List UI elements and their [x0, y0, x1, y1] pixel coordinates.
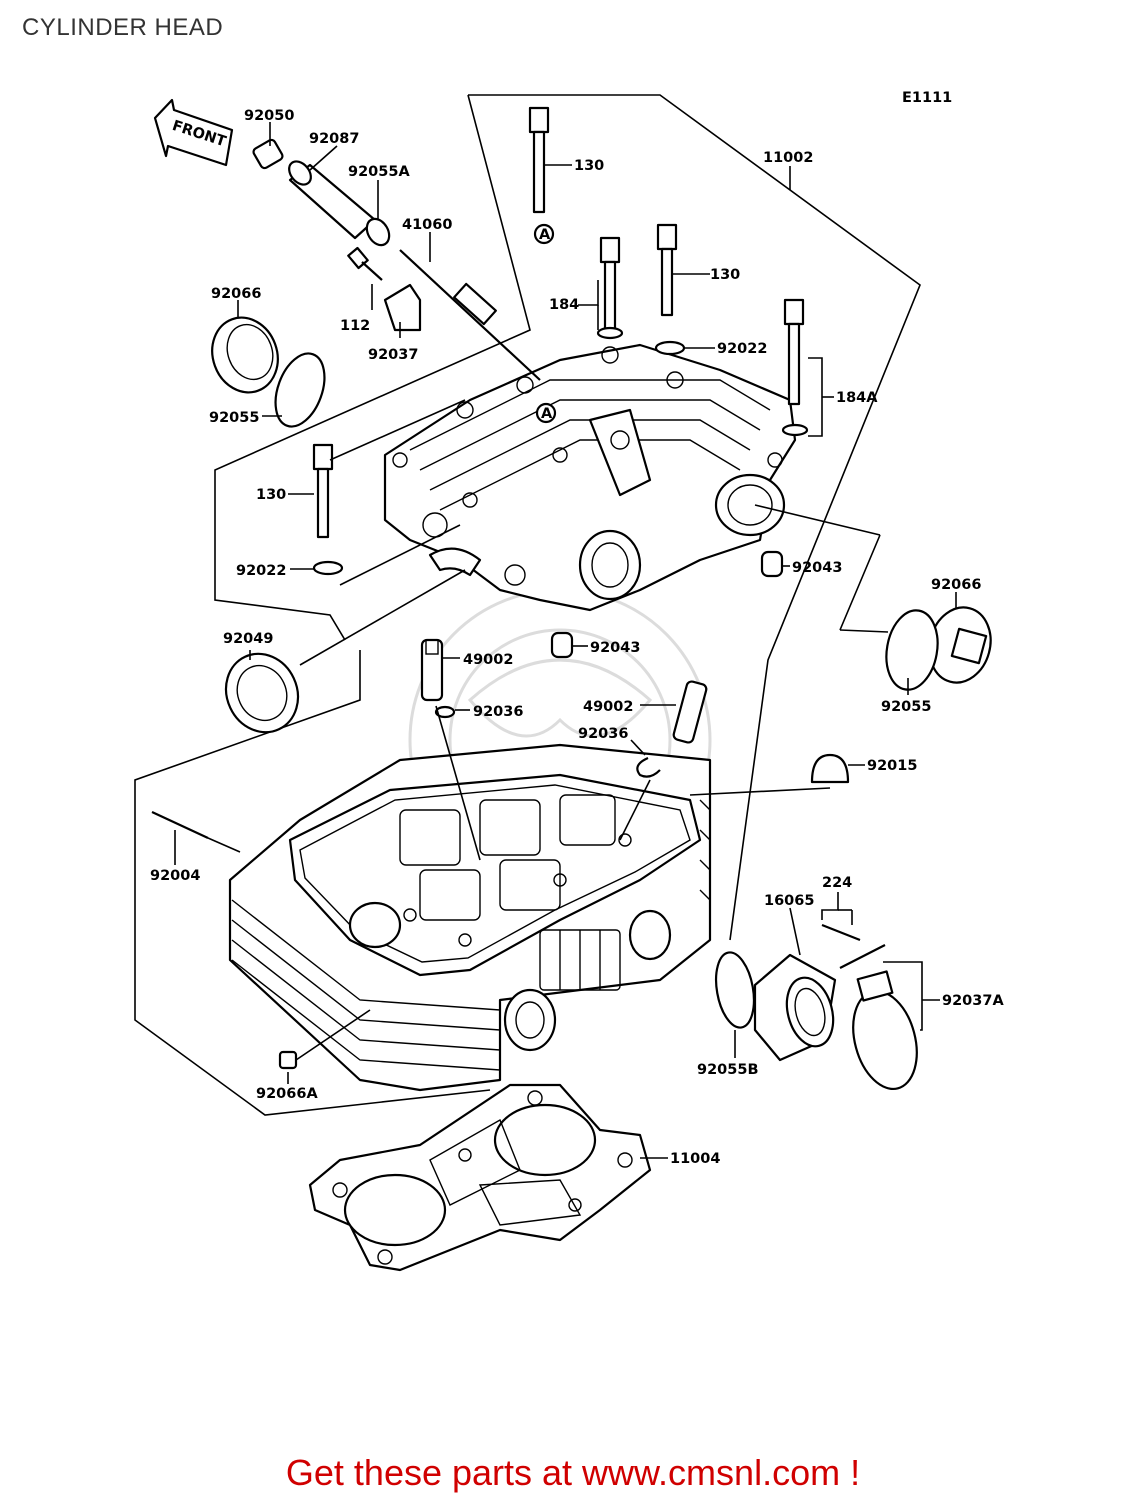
- part-92055B-o-ring: [714, 951, 756, 1029]
- part-184A-bolt: [781, 298, 809, 437]
- svg-text:A: A: [541, 406, 553, 422]
- label-92037: 92037: [368, 347, 418, 363]
- label-16065: 16065: [764, 893, 814, 909]
- part-92004-stud: [151, 811, 209, 839]
- label-112: 112: [340, 318, 370, 334]
- part-92066-left-cap: [211, 316, 279, 394]
- part-112-bolt: [347, 246, 383, 281]
- part-49002-tappet-a: [420, 638, 444, 702]
- part-92043-dowel-a: [760, 550, 784, 578]
- part-92037A-clamp: [852, 970, 918, 1091]
- part-224-screws: [821, 923, 886, 969]
- reference-marker-a-top: A: [533, 223, 555, 245]
- label-130-left: 130: [256, 487, 286, 503]
- part-92036-ring-a: [434, 705, 456, 719]
- label-92087: 92087: [309, 131, 359, 147]
- page-title: CYLINDER HEAD: [22, 14, 224, 41]
- part-92022-top-washer: [654, 340, 686, 356]
- label-224: 224: [822, 875, 852, 891]
- part-92050-plug: [252, 138, 284, 170]
- label-92055A: 92055A: [348, 164, 410, 180]
- label-41060: 41060: [402, 217, 452, 233]
- label-92037A: 92037A: [942, 993, 1004, 1009]
- part-92022-left-washer: [312, 560, 344, 576]
- label-130-top: 130: [574, 158, 604, 174]
- part-92066-right-cap: [928, 606, 992, 684]
- part-92049-cap: [224, 652, 300, 734]
- label-130-mid: 130: [710, 267, 740, 283]
- svg-text:A: A: [539, 227, 551, 243]
- cylinder-head-exploded-diagram: E1111 FRONT: [134, 90, 1004, 1272]
- head-gasket: [308, 1083, 652, 1272]
- part-184-bolt: [596, 236, 624, 340]
- label-92050: 92050: [244, 108, 294, 124]
- part-16065-holder: [753, 953, 837, 1062]
- part-92055-right-o-ring: [885, 609, 939, 691]
- part-92055-left-o-ring: [274, 352, 326, 428]
- footer-link-text[interactable]: Get these parts at www.cmsnl.com !: [285, 1452, 861, 1493]
- label-92043-a: 92043: [792, 560, 842, 576]
- valve-cover: [383, 343, 797, 612]
- label-92055-left: 92055: [209, 410, 259, 426]
- front-arrow-icon: FRONT: [153, 98, 234, 167]
- part-130-left-bolt: [312, 443, 334, 539]
- diagram-code: E1111: [902, 90, 952, 106]
- label-49002-b: 49002: [583, 699, 633, 715]
- part-92066A-plug: [278, 1050, 298, 1070]
- group-outline-valve-cover: [214, 94, 921, 941]
- label-49002-a: 49002: [463, 652, 513, 668]
- label-92043-b: 92043: [590, 640, 640, 656]
- part-number-labels: 92050 92087 92055A 41060 130 11002 130 1…: [150, 108, 1004, 1167]
- part-130-top-bolt: [528, 106, 550, 214]
- cylinder-head: [228, 743, 712, 1092]
- reference-marker-a-cover: A: [535, 402, 557, 424]
- part-130-mid-bolt: [656, 223, 678, 317]
- label-92036-b: 92036: [578, 726, 628, 742]
- part-92043-dowel-b: [550, 631, 574, 659]
- label-92066-right: 92066: [931, 577, 981, 593]
- label-92066-left: 92066: [211, 286, 261, 302]
- part-49002-tappet-b: [672, 680, 708, 744]
- label-92055B: 92055B: [697, 1062, 759, 1078]
- label-11002: 11002: [763, 150, 813, 166]
- part-41060-shaft: [399, 249, 541, 381]
- label-92055-right: 92055: [881, 699, 931, 715]
- label-92022-top: 92022: [717, 341, 767, 357]
- label-92049: 92049: [223, 631, 273, 647]
- part-92015-cap-nut: [810, 753, 850, 784]
- label-11004: 11004: [670, 1151, 720, 1167]
- label-92066A: 92066A: [256, 1086, 318, 1102]
- label-184A: 184A: [836, 390, 878, 406]
- label-92004: 92004: [150, 868, 200, 884]
- label-92022-left: 92022: [236, 563, 286, 579]
- label-184: 184: [549, 297, 579, 313]
- part-92036-ring-b: [636, 756, 661, 778]
- label-92015: 92015: [867, 758, 917, 774]
- part-92055A-o-ring: [365, 217, 391, 247]
- part-92037-clamp: [383, 283, 422, 332]
- label-92036-a: 92036: [473, 704, 523, 720]
- group-outline-cylinder-head: [134, 650, 491, 1116]
- leader-lines: [174, 122, 957, 1159]
